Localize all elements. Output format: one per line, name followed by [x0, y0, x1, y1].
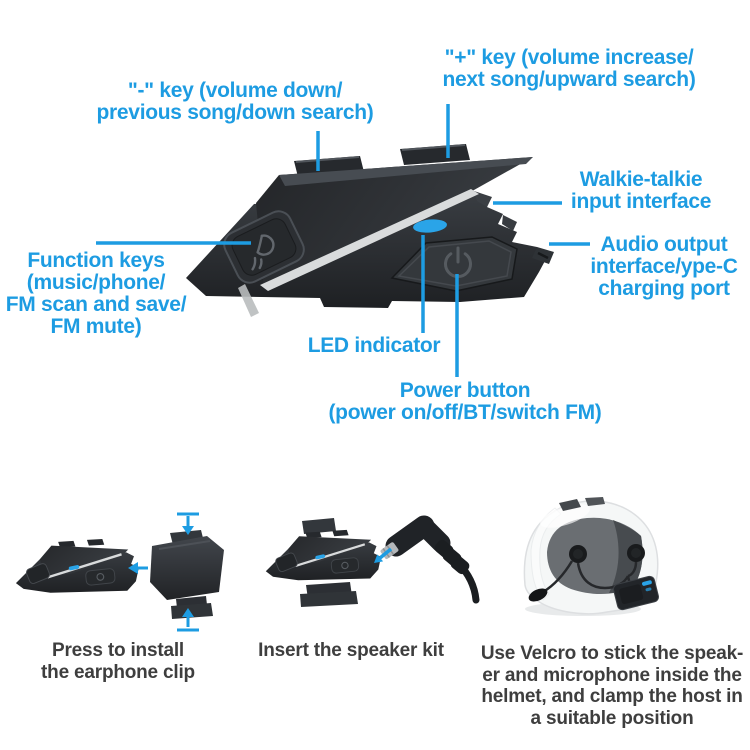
earphone-clip	[150, 530, 224, 619]
label-audio-output: Audio output interface/ype-C charging po…	[574, 234, 750, 300]
voice-speaker-icon	[251, 234, 275, 271]
microphone	[528, 588, 548, 602]
caption-line: Insert the speaker kit	[258, 640, 444, 661]
label-line: (music/phone/	[26, 271, 166, 294]
caption-line: Use Velcro to stick the speak-	[480, 643, 744, 664]
label-line: Function keys	[27, 249, 165, 272]
clip-tab	[302, 518, 336, 534]
label-minus-key: "-" key (volume down/ previous song/down…	[95, 80, 375, 124]
step1-install-clip-illustration	[14, 512, 224, 632]
label-led-indicator: LED indicator	[294, 335, 454, 357]
mounted-host-device	[613, 575, 659, 611]
label-line: input interface	[570, 190, 712, 213]
label-line: previous song/down search)	[96, 101, 374, 124]
label-function-keys: Function keys (music/phone/ FM scan and …	[3, 250, 189, 338]
label-line: next song/upward search)	[442, 68, 696, 91]
led-indicator-light	[413, 219, 447, 233]
label-line: LED indicator	[307, 334, 441, 357]
label-line: interface/ype-C	[590, 255, 738, 278]
label-plus-key: "+" key (volume increase/ next song/upwa…	[414, 47, 724, 91]
audio-jack-plug	[380, 515, 480, 604]
caption-line: er and microphone inside the	[482, 664, 742, 686]
label-line: "-" key (volume down/	[127, 79, 343, 102]
step3-helmet-illustration	[523, 497, 659, 616]
clip-stem	[300, 582, 358, 607]
caption-line: a suitable position	[530, 707, 694, 729]
label-walkie-talkie: Walkie-talkie input interface	[556, 169, 726, 213]
press-down-arrow-icon	[177, 512, 199, 535]
silver-stripe	[260, 189, 479, 291]
label-line: "+" key (volume increase/	[444, 46, 694, 69]
caption-line: helmet, and clamp the host in	[481, 686, 743, 707]
headset-device-illustration	[96, 104, 590, 377]
insert-arrow-icon	[374, 547, 393, 563]
label-line: (power on/off/BT/switch FM)	[328, 401, 602, 424]
helmet-vent	[559, 499, 581, 511]
press-up-arrow-icon	[177, 608, 199, 632]
step2-insert-speaker-illustration	[264, 515, 480, 607]
label-line: Power button	[399, 379, 531, 402]
step3-caption: Use Velcro to stick the speak- er and mi…	[476, 643, 748, 729]
callout-lines	[96, 104, 590, 377]
mini-headset-device	[14, 537, 141, 594]
label-power-button: Power button (power on/off/BT/switch FM)	[305, 380, 625, 424]
silver-stripe-lower	[238, 284, 259, 317]
mini-headset-device	[264, 528, 383, 582]
step1-caption: Press to install the earphone clip	[18, 640, 218, 683]
caption-line: the earphone clip	[41, 661, 195, 683]
slide-left-arrow-icon	[128, 562, 148, 574]
audio-typec-port	[532, 247, 554, 264]
label-line: charging port	[598, 277, 730, 300]
helmet-vent	[585, 497, 605, 506]
caption-line: Press to install	[52, 640, 184, 661]
plus-key-button	[400, 144, 470, 165]
label-line: FM scan and save/	[5, 293, 187, 316]
step2-caption: Insert the speaker kit	[251, 640, 451, 662]
speaker-kit-in-helmet	[528, 544, 659, 611]
label-line: FM mute)	[50, 315, 142, 338]
function-key-button	[223, 210, 305, 284]
label-line: Walkie-talkie	[579, 168, 703, 191]
label-line: Audio output	[600, 233, 728, 256]
walkie-talkie-port	[474, 191, 517, 231]
audio-cable	[454, 559, 480, 604]
device-top-flap	[256, 157, 533, 288]
